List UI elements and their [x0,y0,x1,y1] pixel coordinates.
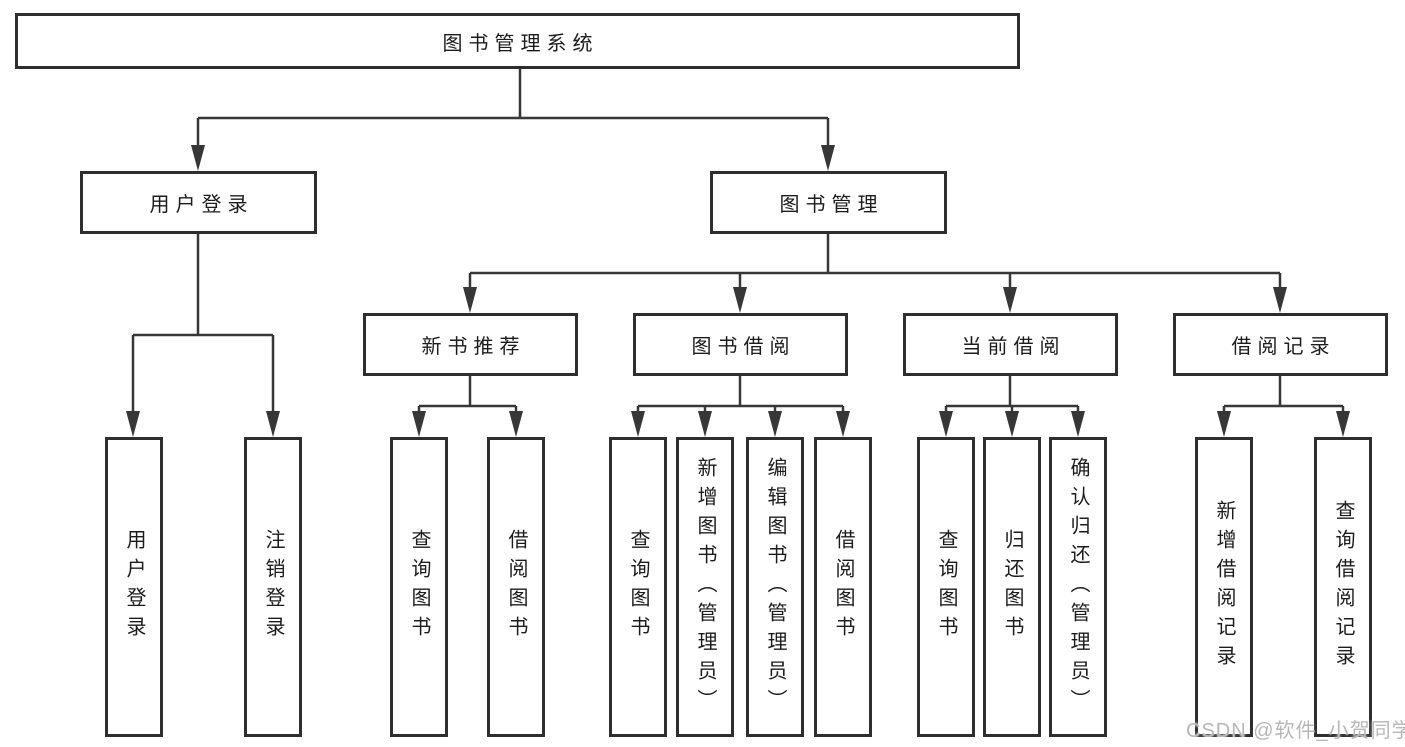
node-current-borrowing: 当前借阅 [903,313,1118,376]
node-query-books-current: 查询图书 [917,437,975,737]
node-confirm-return-admin: 确认归还（管理员） [1049,437,1107,737]
csdn-watermark: CSDN @软件_小贺同学 [1186,720,1405,742]
node-query-books-borrowing: 查询图书 [609,437,667,737]
node-borrow-books-recommend: 借阅图书 [487,437,545,737]
node-book-management: 图书管理 [710,171,947,234]
node-logout: 注销登录 [244,437,302,737]
node-user-login-action: 用户登录 [105,437,163,737]
node-add-borrow-record: 新增借阅记录 [1195,437,1253,737]
node-user-login: 用户登录 [80,171,317,234]
node-add-book-admin: 新增图书（管理员） [676,437,734,737]
node-new-book-recommendation: 新书推荐 [363,313,578,376]
arrow-heads [126,145,1350,437]
node-query-borrow-record: 查询借阅记录 [1314,437,1372,737]
node-borrow-books: 借阅图书 [814,437,872,737]
node-library-management-system: 图书管理系统 [15,13,1020,69]
node-borrowing-records: 借阅记录 [1173,313,1388,376]
node-query-books-recommend: 查询图书 [390,437,448,737]
node-edit-book-admin: 编辑图书（管理员） [746,437,804,737]
node-return-books: 归还图书 [983,437,1041,737]
node-book-borrowing: 图书借阅 [633,313,848,376]
